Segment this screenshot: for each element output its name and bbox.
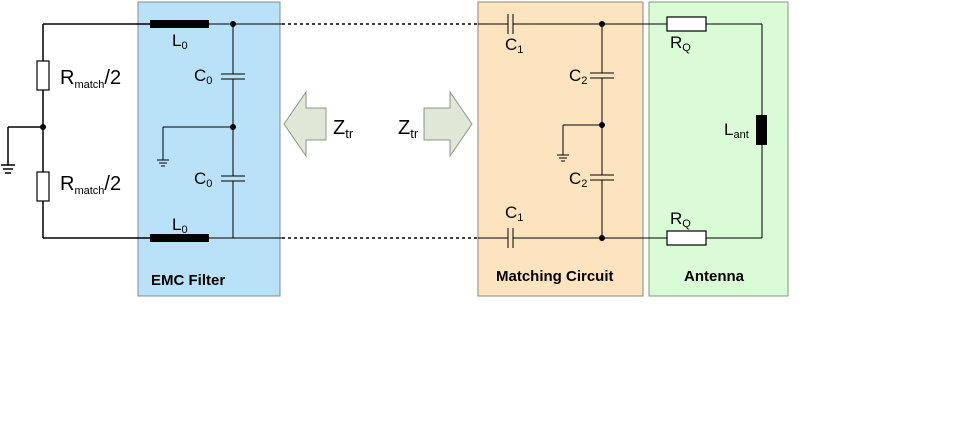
arrow-right-icon <box>423 90 473 158</box>
ztr-right-label: Ztr <box>398 117 419 141</box>
emc-filter-block <box>137 1 281 297</box>
rq-bottom-resistor <box>666 230 707 246</box>
lant-inductor <box>756 115 767 145</box>
rmatch-bottom-resistor <box>36 171 50 202</box>
c2-top-label: C2 <box>569 66 587 87</box>
emc-filter-title: EMC Filter <box>151 272 225 289</box>
c1-top-label: C1 <box>505 35 523 56</box>
c2-bottom-label: C2 <box>569 169 587 190</box>
rq-top-resistor <box>666 16 707 32</box>
arrow-left-icon <box>283 90 327 158</box>
l0-bottom-label: L0 <box>172 215 188 236</box>
lant-label: Lant <box>724 120 749 141</box>
rq-top-label: RQ <box>670 33 691 54</box>
source-section <box>1 23 150 239</box>
ground-icon <box>1 164 15 174</box>
rmatch-top-label: Rmatch/2 <box>60 67 121 91</box>
l0-top-inductor <box>150 20 209 28</box>
antenna-block <box>648 1 789 297</box>
c0-bottom-label: C0 <box>194 169 212 190</box>
ground-icon <box>157 159 169 167</box>
l0-top-label: L0 <box>172 31 188 52</box>
ztr-left-label: Ztr <box>333 117 354 141</box>
matching-circuit-title: Matching Circuit <box>496 268 614 285</box>
emc-filter-circuit <box>150 20 282 242</box>
ground-icon <box>557 154 569 162</box>
c0-top-label: C0 <box>194 66 212 87</box>
rq-bottom-label: RQ <box>670 209 691 230</box>
matching-circuit <box>478 14 667 248</box>
antenna-circuit <box>666 16 767 246</box>
antenna-title: Antenna <box>684 268 745 285</box>
rmatch-top-resistor <box>36 60 50 91</box>
l0-bottom-inductor <box>150 234 209 242</box>
rmatch-bottom-label: Rmatch/2 <box>60 173 121 197</box>
c1-bottom-label: C1 <box>505 203 523 224</box>
matching-circuit-block <box>477 1 644 297</box>
